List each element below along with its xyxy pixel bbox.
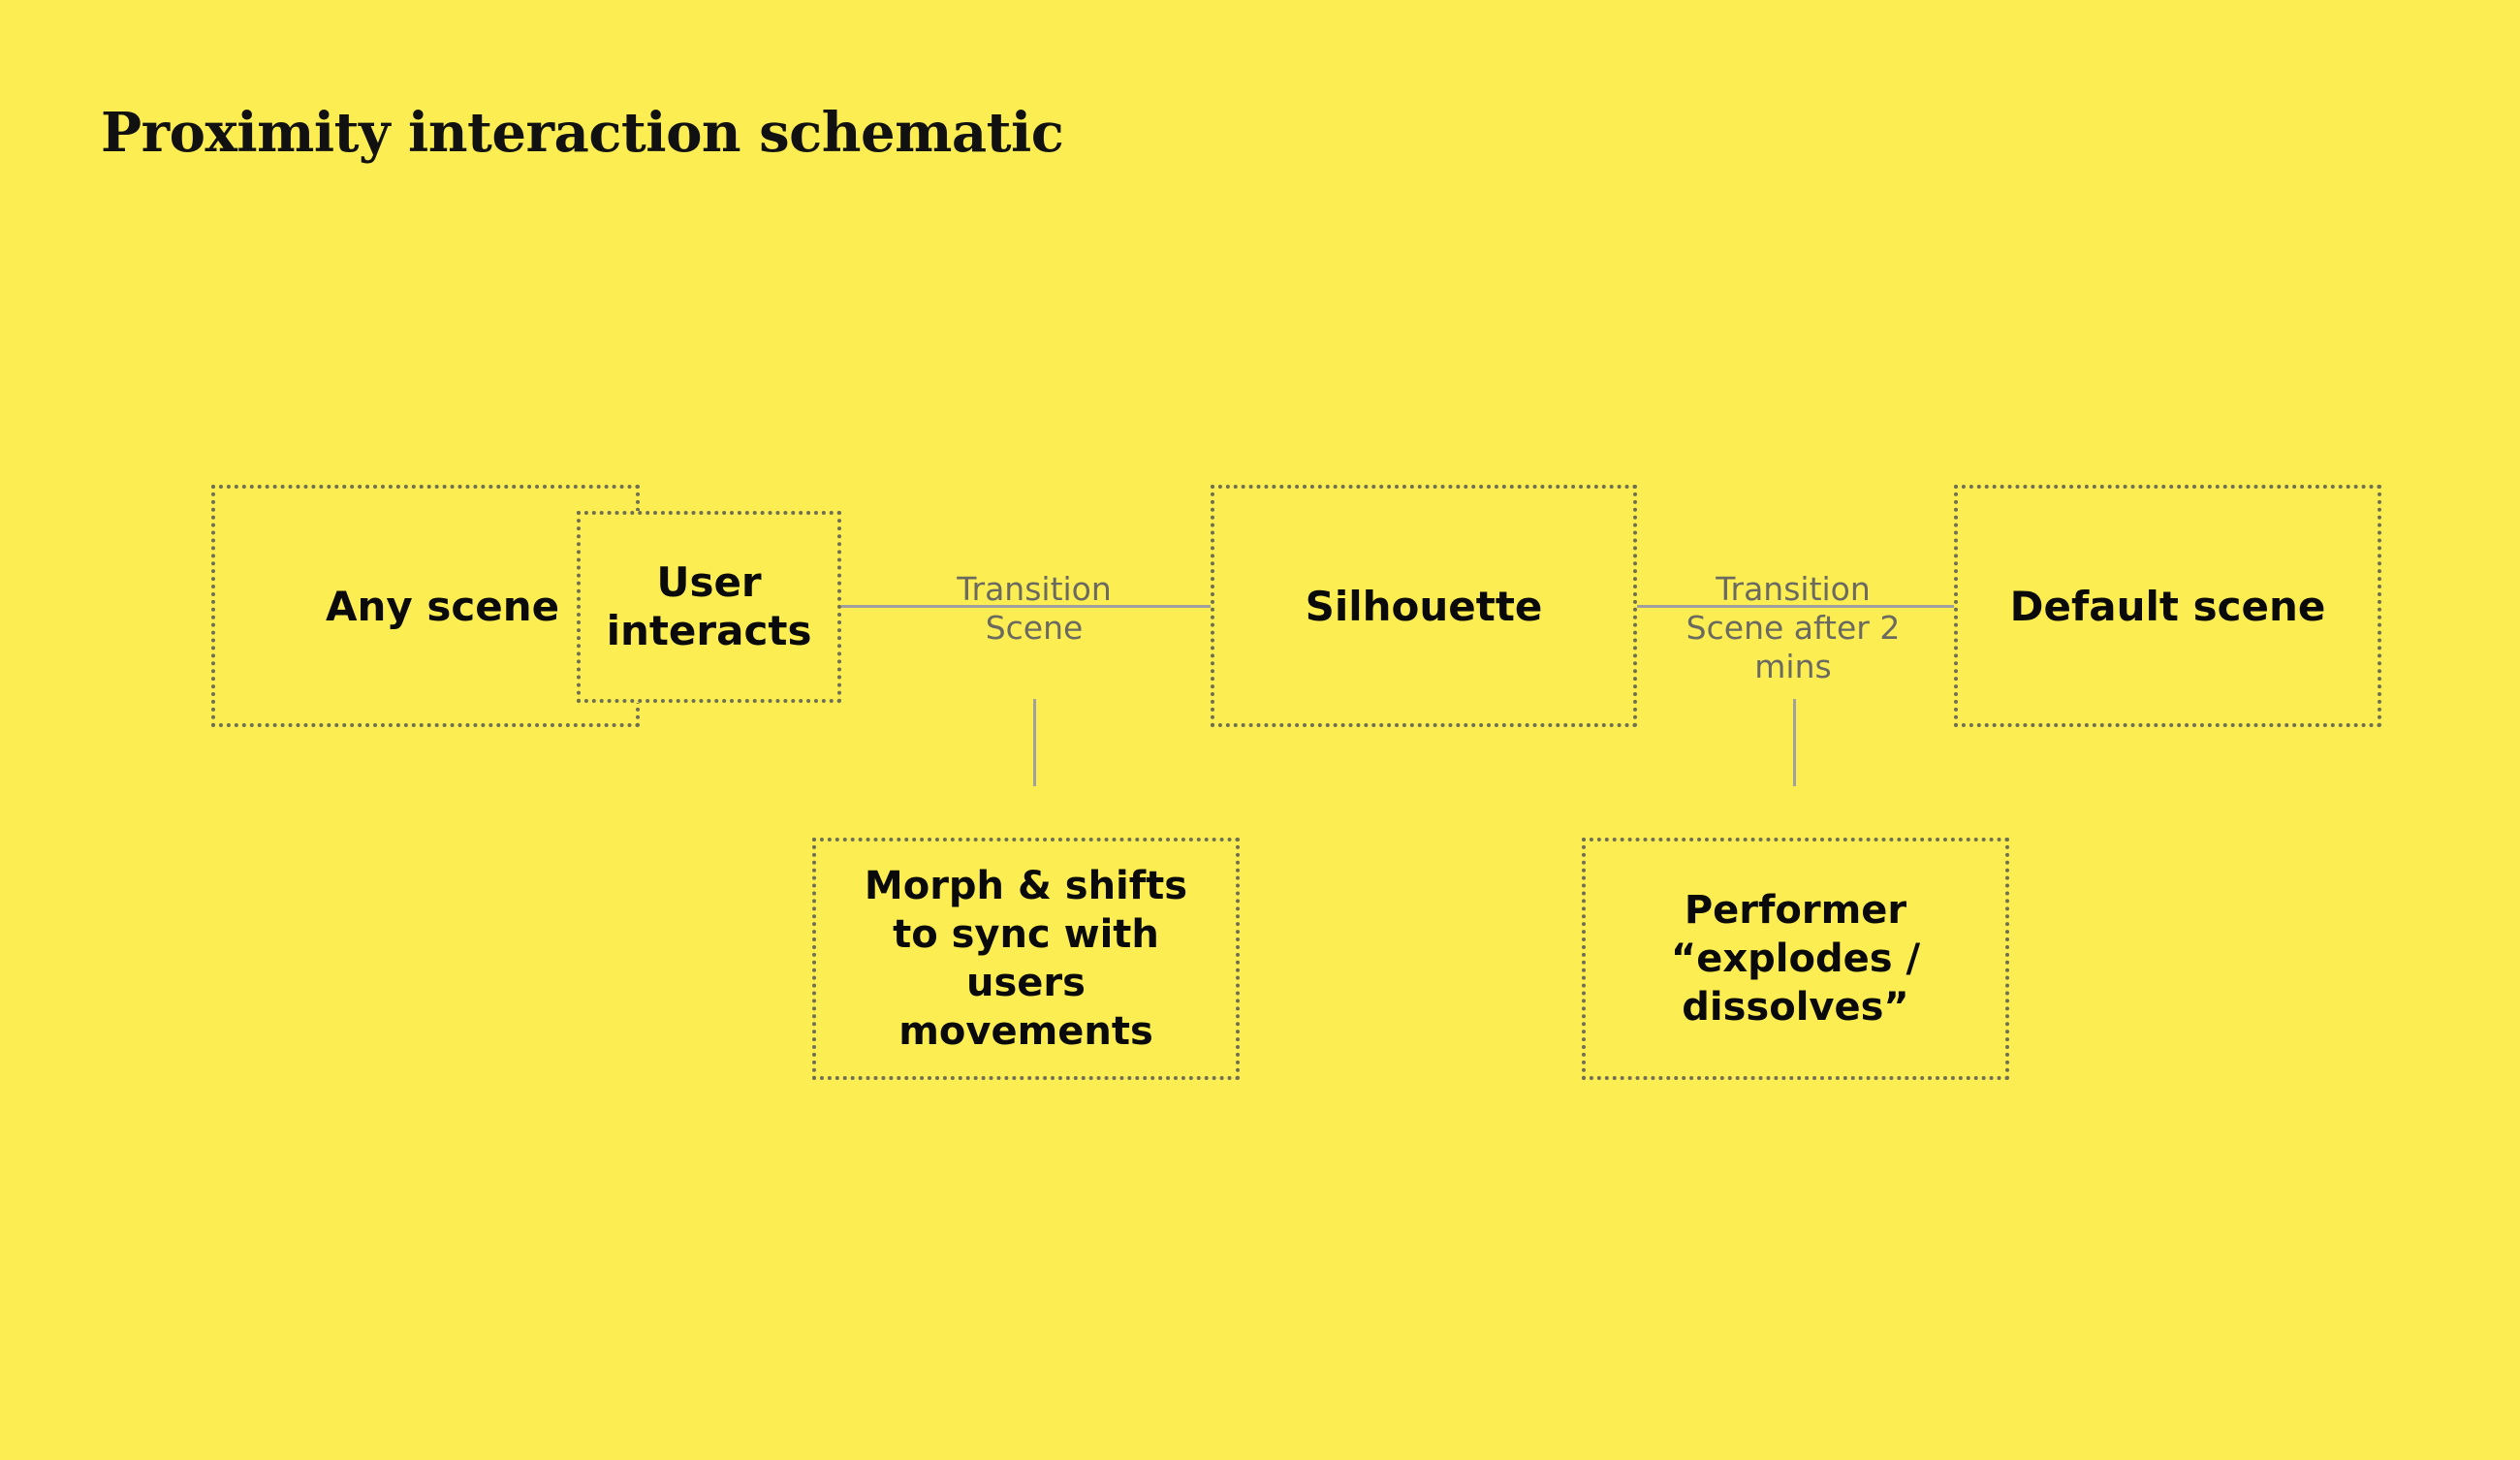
connector-transition-to-morph (1033, 699, 1036, 786)
node-default-scene-label: Default scene (2009, 582, 2326, 630)
node-any-scene: Any scene (211, 485, 640, 727)
node-performer-label: Performer “explodes / dissolves” (1670, 888, 1921, 1030)
node-silhouette: Silhouette (1211, 485, 1637, 727)
diagram-title: Proximity interaction schematic (101, 101, 1064, 165)
transition-after-label: Transition Scene after 2 mins (1685, 570, 1901, 685)
node-user-interacts: User interacts (577, 511, 841, 703)
node-morph-label: Morph & shifts to sync with users moveme… (864, 864, 1188, 1054)
transition-scene-label: Transition Scene (957, 570, 1112, 647)
node-performer: Performer “explodes / dissolves” (1582, 838, 2009, 1080)
connector-transition-to-performer (1793, 699, 1796, 786)
node-any-scene-label: Any scene (326, 582, 560, 630)
connector-silhouette-to-default (1635, 605, 1957, 608)
node-user-interacts-label: User interacts (606, 558, 812, 654)
node-silhouette-label: Silhouette (1305, 582, 1543, 630)
node-morph: Morph & shifts to sync with users moveme… (812, 838, 1240, 1080)
connector-user-to-silhouette (839, 605, 1213, 608)
node-default-scene: Default scene (1954, 485, 2381, 727)
